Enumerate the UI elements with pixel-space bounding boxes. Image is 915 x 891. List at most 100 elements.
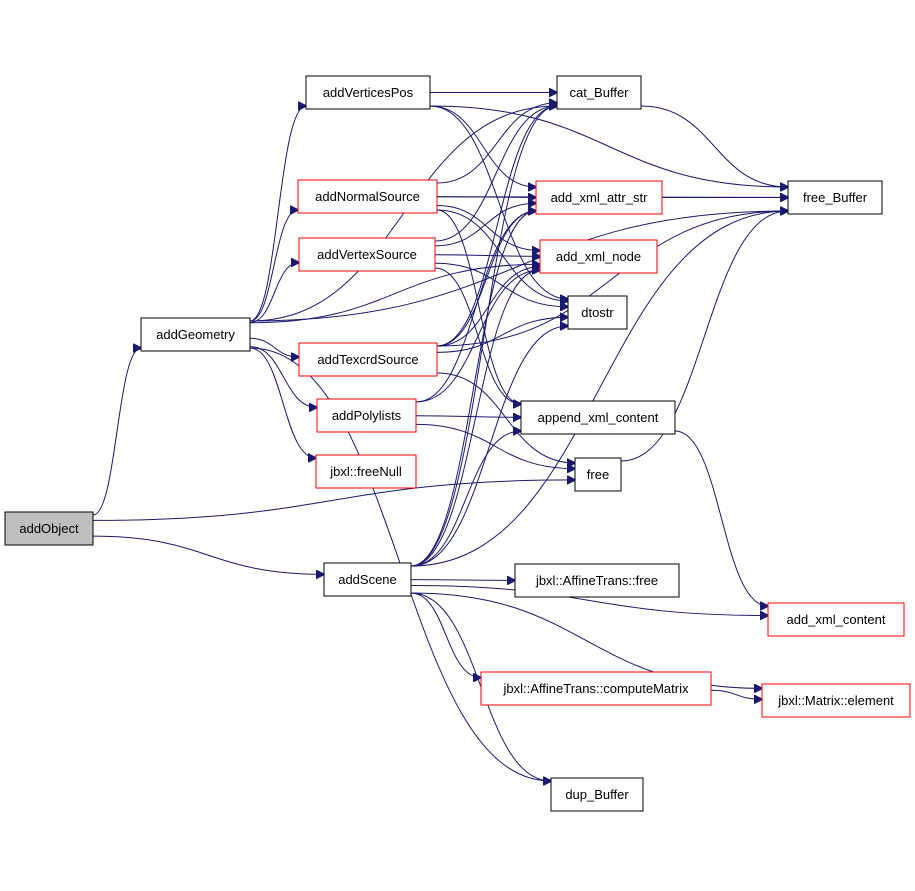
node-label: free_Buffer — [803, 190, 868, 205]
node-cat-buffer[interactable]: cat_Buffer — [556, 75, 642, 110]
edge-addvertexsource-to-add-xml-attr-str — [434, 203, 536, 247]
edge-computematrix-to-matrixelement — [710, 689, 762, 699]
node-box — [539, 239, 658, 274]
edge-addscene-to-cat-buffer — [410, 106, 557, 567]
node-label: cat_Buffer — [569, 85, 629, 100]
edge-addnormalsource-to-add-xml-node — [436, 205, 540, 251]
node-affinefree[interactable]: jbxl::AffineTrans::free — [514, 563, 680, 598]
edge-addtexcrdsource-to-free — [436, 372, 575, 463]
edge-addverticespos-to-add-xml-attr-str — [429, 105, 536, 187]
node-box — [787, 180, 883, 215]
node-label: jbxl::Matrix::element — [777, 693, 894, 708]
node-label: add_xml_attr_str — [551, 190, 648, 205]
node-addverticespos[interactable]: addVerticesPos — [305, 75, 431, 110]
node-label: addPolylists — [332, 408, 402, 423]
node-label: jbxl::AffineTrans::free — [535, 573, 658, 588]
edge-addobject-to-free — [92, 480, 575, 521]
node-box — [556, 75, 642, 110]
edge-addtexcrdsource-to-cat-buffer — [436, 106, 557, 347]
node-box — [305, 75, 431, 110]
edge-addscene-to-add-xml-attr-str — [410, 211, 536, 567]
node-box — [761, 683, 911, 718]
edge-append-xml-content-to-add-xml-content — [674, 430, 768, 606]
node-freenull[interactable]: jbxl::freeNull — [315, 454, 417, 489]
edge-addscene-to-dtostr — [410, 326, 568, 567]
node-add-xml-node[interactable]: add_xml_node — [539, 239, 658, 274]
node-addscene[interactable]: addScene — [323, 562, 412, 597]
node-box — [567, 295, 628, 330]
node-label: addVertexSource — [317, 247, 417, 262]
edge-addscene-to-add-xml-node — [410, 270, 540, 567]
node-label: addObject — [19, 521, 79, 536]
edge-addpolylists-to-free — [415, 423, 575, 468]
edge-addverticespos-to-free-buffer — [429, 105, 788, 187]
edge-addscene-to-computematrix — [410, 592, 481, 678]
node-label: jbxl::AffineTrans::computeMatrix — [503, 681, 689, 696]
edge-addscene-to-append-xml-content — [410, 431, 521, 567]
edge-addtexcrdsource-to-free-buffer — [436, 211, 788, 347]
node-computematrix[interactable]: jbxl::AffineTrans::computeMatrix — [480, 671, 712, 706]
node-dtostr[interactable]: dtostr — [567, 295, 628, 330]
edge-cat-buffer-to-free-buffer — [640, 105, 788, 187]
node-label: dtostr — [581, 305, 614, 320]
edge-addgeometry-to-addnormalsource — [249, 210, 298, 322]
node-label: addVerticesPos — [323, 85, 414, 100]
node-matrixelement[interactable]: jbxl::Matrix::element — [761, 683, 911, 718]
node-label: addGeometry — [156, 327, 235, 342]
node-box — [140, 317, 251, 352]
edge-addscene-to-free-buffer — [410, 211, 788, 567]
edge-addverticespos-to-dtostr — [429, 105, 568, 299]
node-free[interactable]: free — [574, 457, 622, 492]
edge-addvertexsource-to-dtostr — [434, 262, 568, 307]
edge-addgeometry-to-add-xml-node — [249, 264, 540, 324]
node-label: jbxl::freeNull — [329, 464, 402, 479]
node-box — [316, 398, 417, 433]
node-addgeometry[interactable]: addGeometry — [140, 317, 251, 352]
edge-free-to-free-buffer — [620, 211, 788, 462]
node-box — [520, 400, 676, 435]
node-addnormalsource[interactable]: addNormalSource — [297, 179, 438, 214]
node-box — [4, 511, 94, 546]
node-label: addTexcrdSource — [317, 352, 418, 367]
edge-addscene-to-add-xml-content — [410, 585, 768, 616]
node-addtexcrdsource[interactable]: addTexcrdSource — [298, 342, 438, 377]
node-label: add_xml_content — [786, 612, 885, 627]
edge-addtexcrdsource-to-dtostr — [436, 317, 568, 353]
node-free-buffer[interactable]: free_Buffer — [787, 180, 883, 215]
node-addpolylists[interactable]: addPolylists — [316, 398, 417, 433]
node-addobject[interactable]: addObject — [4, 511, 94, 546]
node-box — [535, 180, 663, 215]
node-dup-buffer[interactable]: dup_Buffer — [550, 777, 644, 812]
node-box — [514, 563, 680, 598]
node-box — [298, 342, 438, 377]
node-box — [298, 237, 436, 272]
edge-addpolylists-to-add-xml-attr-str — [415, 211, 536, 403]
edge-addobject-to-addgeometry — [92, 348, 141, 516]
node-box — [767, 602, 905, 637]
node-add-xml-attr-str[interactable]: add_xml_attr_str — [535, 180, 663, 215]
node-label: dup_Buffer — [565, 787, 629, 802]
node-box — [550, 777, 644, 812]
node-box — [315, 454, 417, 489]
edge-addgeometry-to-addtexcrdsource — [249, 337, 299, 357]
edge-addnormalsource-to-cat-buffer — [436, 103, 557, 184]
node-add-xml-content[interactable]: add_xml_content — [767, 602, 905, 637]
node-addvertexsource[interactable]: addVertexSource — [298, 237, 436, 272]
node-append-xml-content[interactable]: append_xml_content — [520, 400, 676, 435]
nodes-layer: addObject addGeometry addVerticesPos addNor… — [4, 75, 911, 812]
node-label: addNormalSource — [315, 189, 420, 204]
edge-addvertexsource-to-cat-buffer — [434, 106, 557, 242]
node-box — [323, 562, 412, 597]
edge-addscene-to-affinefree — [410, 580, 515, 581]
edge-addgeometry-to-addvertexsource — [249, 263, 299, 323]
edge-addgeometry-to-addverticespos — [249, 106, 306, 322]
edge-addnormalsource-to-add-xml-attr-str — [436, 197, 536, 198]
node-label: append_xml_content — [538, 410, 659, 425]
node-box — [480, 671, 712, 706]
node-label: add_xml_node — [556, 249, 641, 264]
edge-addgeometry-to-freenull — [249, 347, 316, 458]
node-box — [297, 179, 438, 214]
node-label: addScene — [338, 572, 397, 587]
node-label: free — [587, 467, 609, 482]
